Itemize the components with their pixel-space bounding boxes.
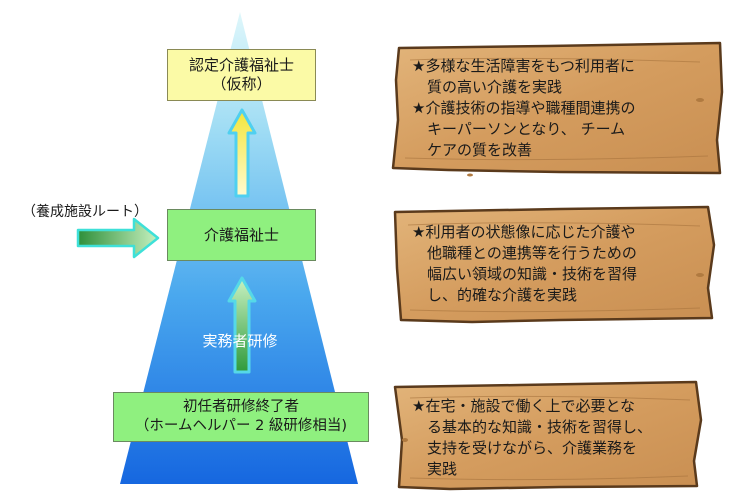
note-line: キーパーソンとなり、 チーム: [412, 120, 626, 138]
note-line: ★多様な生活障害をもつ利用者に: [412, 57, 635, 75]
care-worker-box: 介護福祉士: [167, 209, 316, 261]
upgrade-arrow-yellow: [227, 108, 257, 198]
practitioner-training-label: 実務者研修: [202, 332, 278, 350]
note-line: 実践: [412, 460, 458, 478]
note-line: 支持を受けながら、介護業務を: [412, 439, 638, 457]
note-line: ★利用者の状態像に応じた介護や: [412, 223, 636, 241]
upgrade-arrow-green: [227, 276, 257, 374]
beginner-training-subtitle: （ホームヘルパー 2 級研修相当): [134, 418, 348, 434]
route-arrow: [76, 217, 160, 259]
note-board-top: [391, 41, 724, 175]
training-facility-route-label: （養成施設ルート）: [22, 204, 148, 220]
certified-care-worker-title: 認定介護福祉士: [188, 56, 294, 74]
note-line: し、的確な介護を実践: [412, 286, 578, 304]
note-line: ケアの質を改善: [412, 141, 533, 159]
note-board-bottom: [393, 380, 703, 491]
note-top: ★多様な生活障害をもつ利用者に 質の高い介護を実践 ★介護技術の指導や職種間連携…: [412, 56, 635, 161]
note-line: る基本的な知識・技術を習得し、: [412, 418, 653, 436]
note-line: ★在宅・施設で働く上で必要とな: [412, 397, 635, 415]
note-line: 幅広い領域の知識・技術を習得: [412, 265, 638, 283]
note-line: ★介護技術の指導や職種間連携の: [412, 99, 636, 117]
note-line: 他職種との連携等を行うための: [412, 244, 637, 262]
wood-grain: [404, 57, 709, 481]
beginner-training-title: 初任者研修終了者: [183, 399, 299, 415]
certified-care-worker-subtitle: （仮称）: [211, 75, 272, 93]
note-middle: ★利用者の状態像に応じた介護や 他職種との連携等を行うための 幅広い領域の知識・…: [412, 222, 637, 306]
care-worker-title: 介護福祉士: [203, 225, 279, 244]
certified-care-worker-box: 認定介護福祉士 （仮称）: [167, 49, 316, 101]
note-bottom: ★在宅・施設で働く上で必要とな る基本的な知識・技術を習得し、 支持を受けながら…: [412, 396, 652, 480]
beginner-training-box: 初任者研修終了者 （ホームヘルパー 2 級研修相当): [113, 392, 369, 442]
note-board-middle: [393, 205, 716, 324]
note-line: 質の高い介護を実践: [412, 78, 563, 96]
wood-knots: [402, 98, 704, 442]
